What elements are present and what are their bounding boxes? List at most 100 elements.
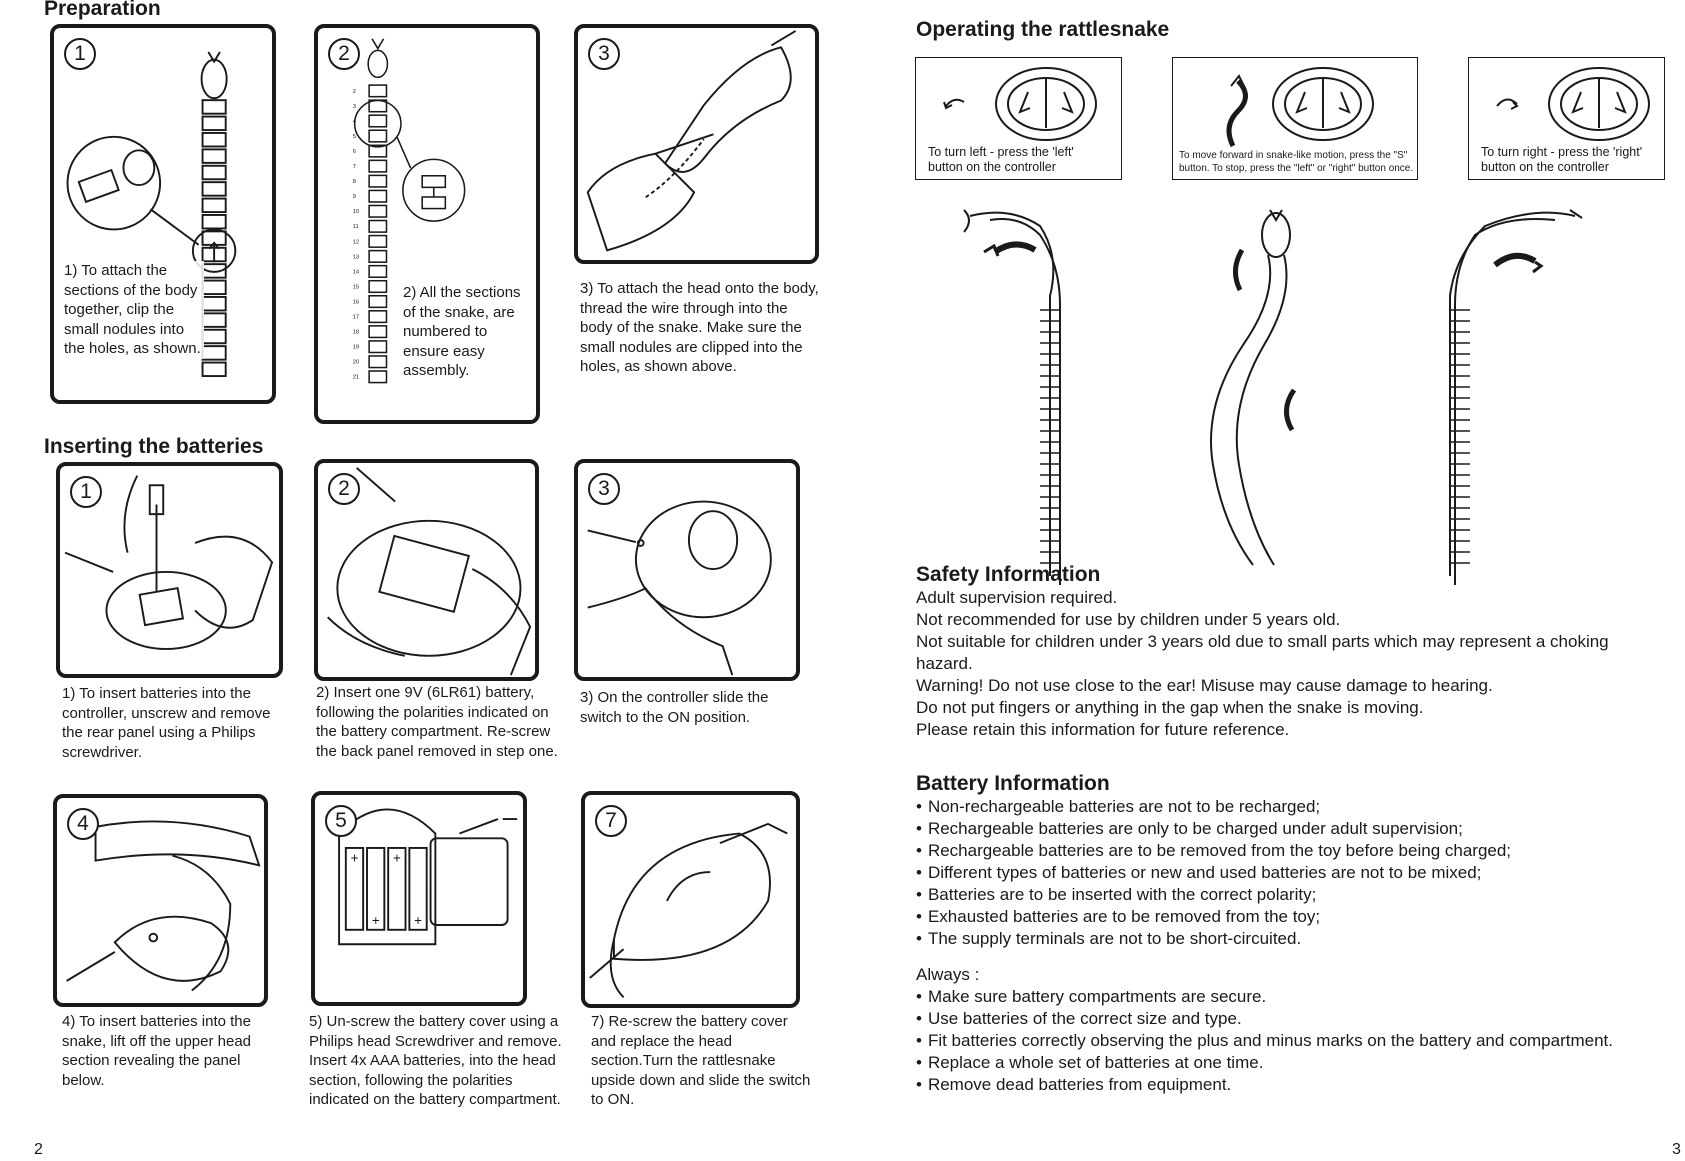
safety-heading: Safety Information xyxy=(916,563,1101,586)
prep-panel-1: 1 1) To attach the sections of the body … xyxy=(50,24,276,404)
section-number: 18 xyxy=(353,330,359,336)
list-item: Non-rechargeable batteries are not to be… xyxy=(916,796,1646,818)
section-number: 17 xyxy=(353,315,359,321)
section-number: 16 xyxy=(353,299,359,305)
controller-icon xyxy=(1496,67,1650,141)
list-item: Different types of batteries or new and … xyxy=(916,862,1646,884)
section-number: 2 xyxy=(353,89,356,95)
page-number-right: 3 xyxy=(1672,1141,1681,1158)
prep-panel-3: 3 xyxy=(574,24,819,264)
safety-line: Please retain this information for futur… xyxy=(916,720,1290,739)
svg-text:+: + xyxy=(393,850,401,865)
step-number: 1 xyxy=(64,38,96,70)
lift-head-illustration xyxy=(66,820,261,992)
turn-right-caption: To turn right - press the 'right' button… xyxy=(1481,145,1643,174)
battery-caption-2: 2) Insert one 9V (6LR61) battery, follow… xyxy=(316,684,558,760)
safety-line: Not suitable for children under 3 years … xyxy=(916,632,1609,673)
section-number: 6 xyxy=(353,149,356,155)
insert-9v-battery-illustration xyxy=(327,467,532,676)
safety-line: Adult supervision required. xyxy=(916,588,1118,607)
turn-right-box: To turn right - press the 'right' button… xyxy=(1468,57,1665,180)
step-number: 7 xyxy=(595,805,627,837)
battery-caption-1: 1) To insert batteries into the controll… xyxy=(62,685,271,761)
list-item: Fit batteries correctly observing the pl… xyxy=(916,1030,1646,1052)
snake-path-illustration xyxy=(963,209,1583,585)
section-number: 10 xyxy=(353,209,359,215)
battery-panel-5: 5 + + + + xyxy=(311,791,527,1006)
safety-section: Safety Information Adult supervision req… xyxy=(916,563,1646,741)
turn-left-caption: To turn left - press the 'left' button o… xyxy=(928,145,1074,174)
battery-caption-5: 5) Un-screw the battery cover using a Ph… xyxy=(309,1013,562,1108)
move-forward-box: To move forward in snake-like motion, pr… xyxy=(1172,57,1418,180)
controller-icon xyxy=(1226,67,1374,148)
aaa-batteries-illustration: + + + + xyxy=(338,808,518,946)
safety-line: Warning! Do not use close to the ear! Mi… xyxy=(916,676,1493,695)
battery-panel-2: 2 xyxy=(314,459,539,681)
list-item: The supply terminals are not to be short… xyxy=(916,928,1646,950)
battery-caption-7: 7) Re-screw the battery cover and replac… xyxy=(591,1013,811,1108)
step-number: 5 xyxy=(325,805,357,837)
list-item: Make sure battery compartments are secur… xyxy=(916,986,1646,1008)
section-number: 13 xyxy=(353,254,359,260)
batteries-heading: Inserting the batteries xyxy=(44,435,264,458)
section-number: 8 xyxy=(353,179,356,185)
rescrew-cover-illustration xyxy=(589,822,788,998)
step-number: 2 xyxy=(328,38,360,70)
preparation-heading: Preparation xyxy=(44,0,161,20)
operating-heading: Operating the rattlesnake xyxy=(916,18,1170,41)
section-number: 19 xyxy=(353,345,359,351)
section-number: 5 xyxy=(353,134,356,140)
battery-panel-7: 7 xyxy=(581,791,800,1008)
always-label: Always : xyxy=(916,965,980,984)
prep-caption-3: 3) To attach the head onto the body, thr… xyxy=(580,280,819,375)
list-item: Rechargeable batteries are to be removed… xyxy=(916,840,1646,862)
battery-panel-4: 4 xyxy=(53,794,268,1007)
battery-info-heading: Battery Information xyxy=(916,772,1110,795)
safety-line: Do not put fingers or anything in the ga… xyxy=(916,698,1424,717)
switch-on-illustration xyxy=(587,500,772,676)
section-number: 3 xyxy=(353,104,356,110)
prep-panel-2: 2 2 3 4 5 6 7 8 9 10 11 12 13 14 15 16 17 18 19 20 21 2) Al… xyxy=(314,24,540,424)
battery-panel-3: 3 xyxy=(574,459,800,681)
step-number: 3 xyxy=(588,473,620,505)
step-number: 3 xyxy=(588,38,620,70)
prep-caption-1: 1) To attach the sections of the body to… xyxy=(64,261,204,359)
list-item: Exhausted batteries are to be removed fr… xyxy=(916,906,1646,928)
list-item: Remove dead batteries from equipment. xyxy=(916,1074,1646,1096)
section-number: 15 xyxy=(353,284,359,290)
step-number: 4 xyxy=(67,808,99,840)
battery-caption-4: 4) To insert batteries into the snake, l… xyxy=(62,1013,252,1089)
section-number: 4 xyxy=(353,119,357,125)
section-number: 20 xyxy=(353,360,359,366)
section-number: 11 xyxy=(353,224,359,230)
snake-assembly-illustration xyxy=(66,51,237,378)
prep-caption-2: 2) All the sections of the snake, are nu… xyxy=(403,284,521,379)
list-item: Use batteries of the correct size and ty… xyxy=(916,1008,1646,1030)
step-number: 1 xyxy=(70,476,102,508)
numbered-sections-illustration: 2 3 4 5 6 7 8 9 10 11 12 13 14 15 16 17 18 19 20 21 xyxy=(353,38,466,384)
section-number: 12 xyxy=(353,239,359,245)
svg-text:+: + xyxy=(351,850,359,865)
safety-line: Not recommended for use by children unde… xyxy=(916,610,1341,629)
section-number: 7 xyxy=(353,164,356,170)
battery-panel-1: 1 xyxy=(56,462,283,678)
list-item: Batteries are to be inserted with the co… xyxy=(916,884,1646,906)
unscrew-controller-illustration xyxy=(64,475,274,650)
always-list: Make sure battery compartments are secur… xyxy=(916,986,1646,1096)
page-number-left: 2 xyxy=(34,1141,43,1158)
section-number: 14 xyxy=(353,269,360,275)
section-number: 21 xyxy=(353,375,359,381)
turn-left-box: To turn left - press the 'left' button o… xyxy=(915,57,1122,180)
step-number: 2 xyxy=(328,473,360,505)
svg-text:+: + xyxy=(372,913,380,928)
battery-info-section: Battery Information Non-rechargeable bat… xyxy=(916,772,1646,1096)
controller-icon xyxy=(943,67,1097,141)
list-item: Rechargeable batteries are only to be ch… xyxy=(916,818,1646,840)
battery-caption-3: 3) On the controller slide the switch to… xyxy=(580,689,769,726)
head-attach-illustration xyxy=(586,30,797,252)
move-forward-caption: To move forward in snake-like motion, pr… xyxy=(1179,150,1414,174)
battery-info-list: Non-rechargeable batteries are not to be… xyxy=(916,796,1646,950)
list-item: Replace a whole set of batteries at one … xyxy=(916,1052,1646,1074)
section-number: 9 xyxy=(353,194,356,200)
svg-text:+: + xyxy=(414,913,422,928)
